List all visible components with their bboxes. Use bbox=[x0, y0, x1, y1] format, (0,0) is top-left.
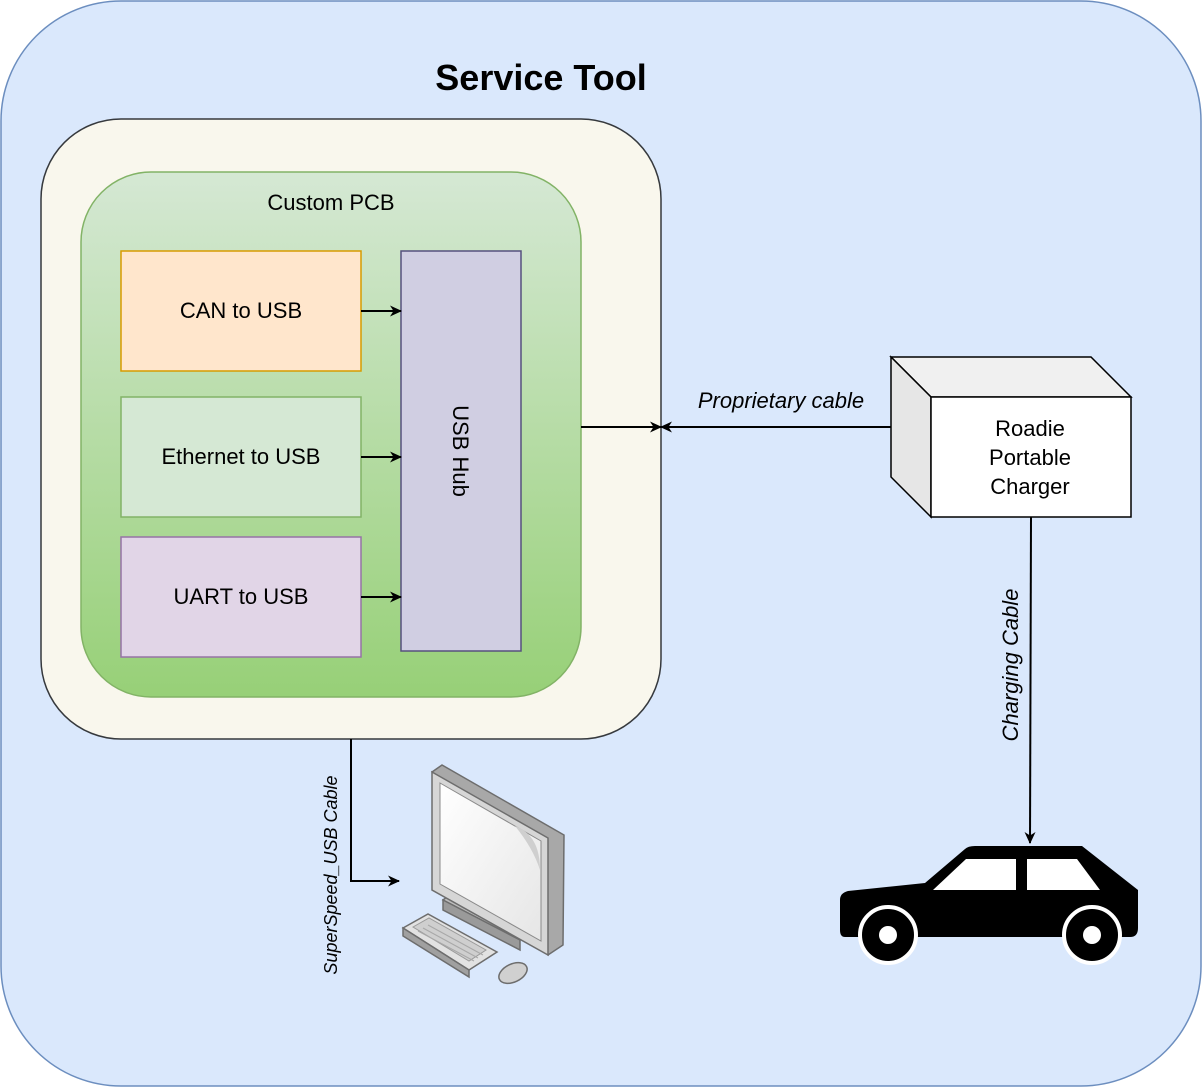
custom-pcb-label: Custom PCB bbox=[267, 190, 394, 215]
usb-hub-box bbox=[400, 250, 522, 652]
can-to-usb-label: CAN to USB bbox=[180, 298, 302, 323]
charger-label-line3: Charger bbox=[990, 474, 1069, 499]
usb-hub-label: USB Hub bbox=[448, 405, 473, 497]
charging-cable-arrow bbox=[1024, 516, 1036, 844]
roadie-charger-cube bbox=[889, 355, 1133, 519]
desktop-computer-icon bbox=[401, 764, 565, 985]
charging-cable-label: Charging Cable bbox=[998, 589, 1023, 742]
diagram-title: Service Tool bbox=[435, 57, 646, 98]
uart-to-usb-box bbox=[120, 536, 362, 658]
charger-label-line1: Roadie bbox=[995, 416, 1065, 441]
ethernet-to-usb-label: Ethernet to USB bbox=[162, 444, 321, 469]
usb-cable-label: SuperSpeed_USB Cable bbox=[321, 775, 341, 974]
charger-label-line2: Portable bbox=[989, 445, 1071, 470]
ethernet-to-usb-box bbox=[120, 396, 362, 518]
usb-cable-arrow bbox=[350, 739, 400, 887]
proprietary-cable-label: Proprietary cable bbox=[698, 388, 864, 413]
car-icon bbox=[840, 846, 1138, 965]
uart-to-usb-label: UART to USB bbox=[174, 584, 309, 609]
